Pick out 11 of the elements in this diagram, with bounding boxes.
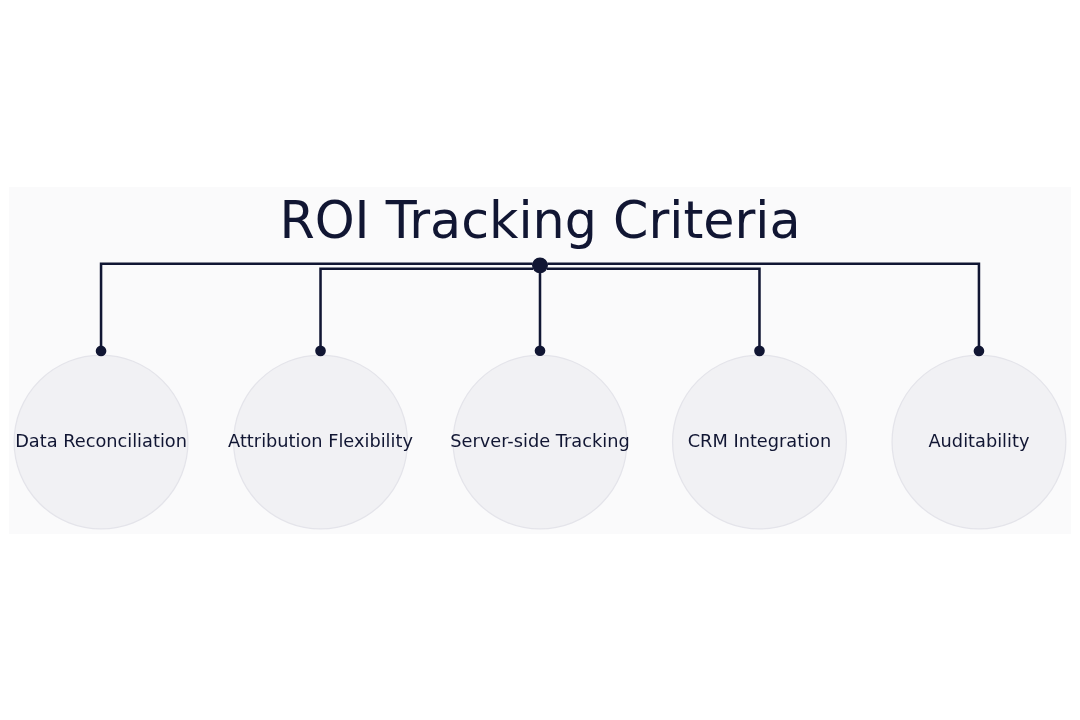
diagram-title: ROI Tracking Criteria	[279, 190, 801, 250]
connector	[546, 267, 765, 356]
node-circle: Data Reconciliation	[13, 354, 189, 530]
node-circle: Auditability	[891, 354, 1067, 530]
node-circle: CRM Integration	[671, 354, 847, 530]
connector	[315, 267, 534, 356]
node-circle	[532, 256, 548, 273]
connector	[547, 262, 985, 356]
connector	[95, 262, 533, 356]
node-circle: Server-side Tracking	[452, 354, 628, 530]
connector	[534, 272, 546, 356]
